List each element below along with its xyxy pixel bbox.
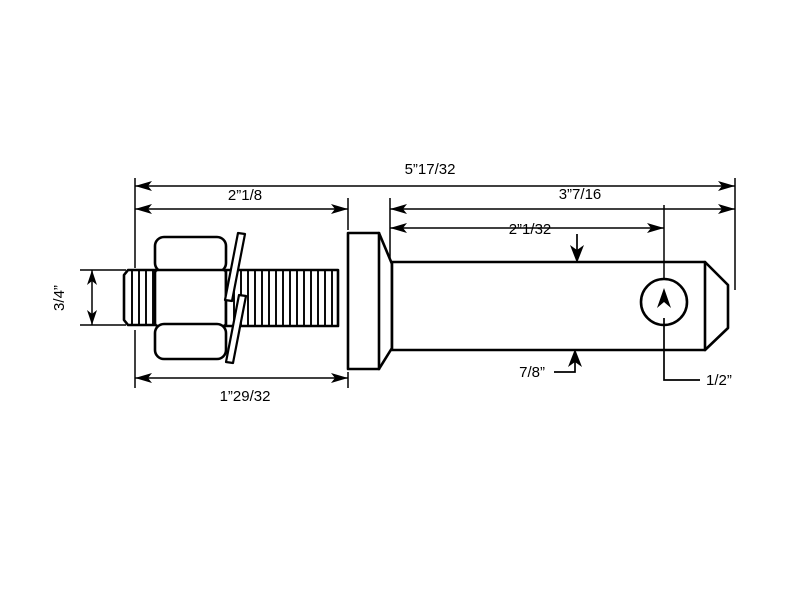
dimension-bolt-length: 2”1/8 xyxy=(135,187,348,214)
dimension-label-pin-diameter: 7/8” xyxy=(519,364,545,381)
dimension-label-overall-length: 5”17/32 xyxy=(405,161,456,178)
dimension-hole-center-distance: 2”1/32 xyxy=(390,221,664,238)
hex-nut xyxy=(153,235,228,361)
dimension-pin-length: 3”7/16 xyxy=(390,186,735,214)
dimension-label-bolt-length: 2”1/8 xyxy=(228,187,262,204)
collar-flange xyxy=(346,231,394,371)
pin-body xyxy=(390,260,730,352)
cotter-pin xyxy=(223,231,248,365)
dimension-label-pin-length: 3”7/16 xyxy=(559,186,602,203)
dimension-label-hole-diameter: 1/2” xyxy=(706,372,732,389)
dimension-label-nut-span: 1”29/32 xyxy=(220,388,271,405)
dimension-nut-span: 1”29/32 xyxy=(135,373,348,405)
pin-top-indicator-arrow xyxy=(570,234,584,263)
leader-hole-diameter: 1/2” xyxy=(657,288,732,389)
dimension-shaft-diameter: 3/4” xyxy=(51,269,126,326)
dimension-overall-length: 5”17/32 xyxy=(135,161,735,191)
leader-pin-diameter: 7/8” xyxy=(519,349,582,381)
dimension-label-hole-center-distance: 2”1/32 xyxy=(509,221,552,238)
dimension-label-shaft-diameter: 3/4” xyxy=(51,285,68,311)
